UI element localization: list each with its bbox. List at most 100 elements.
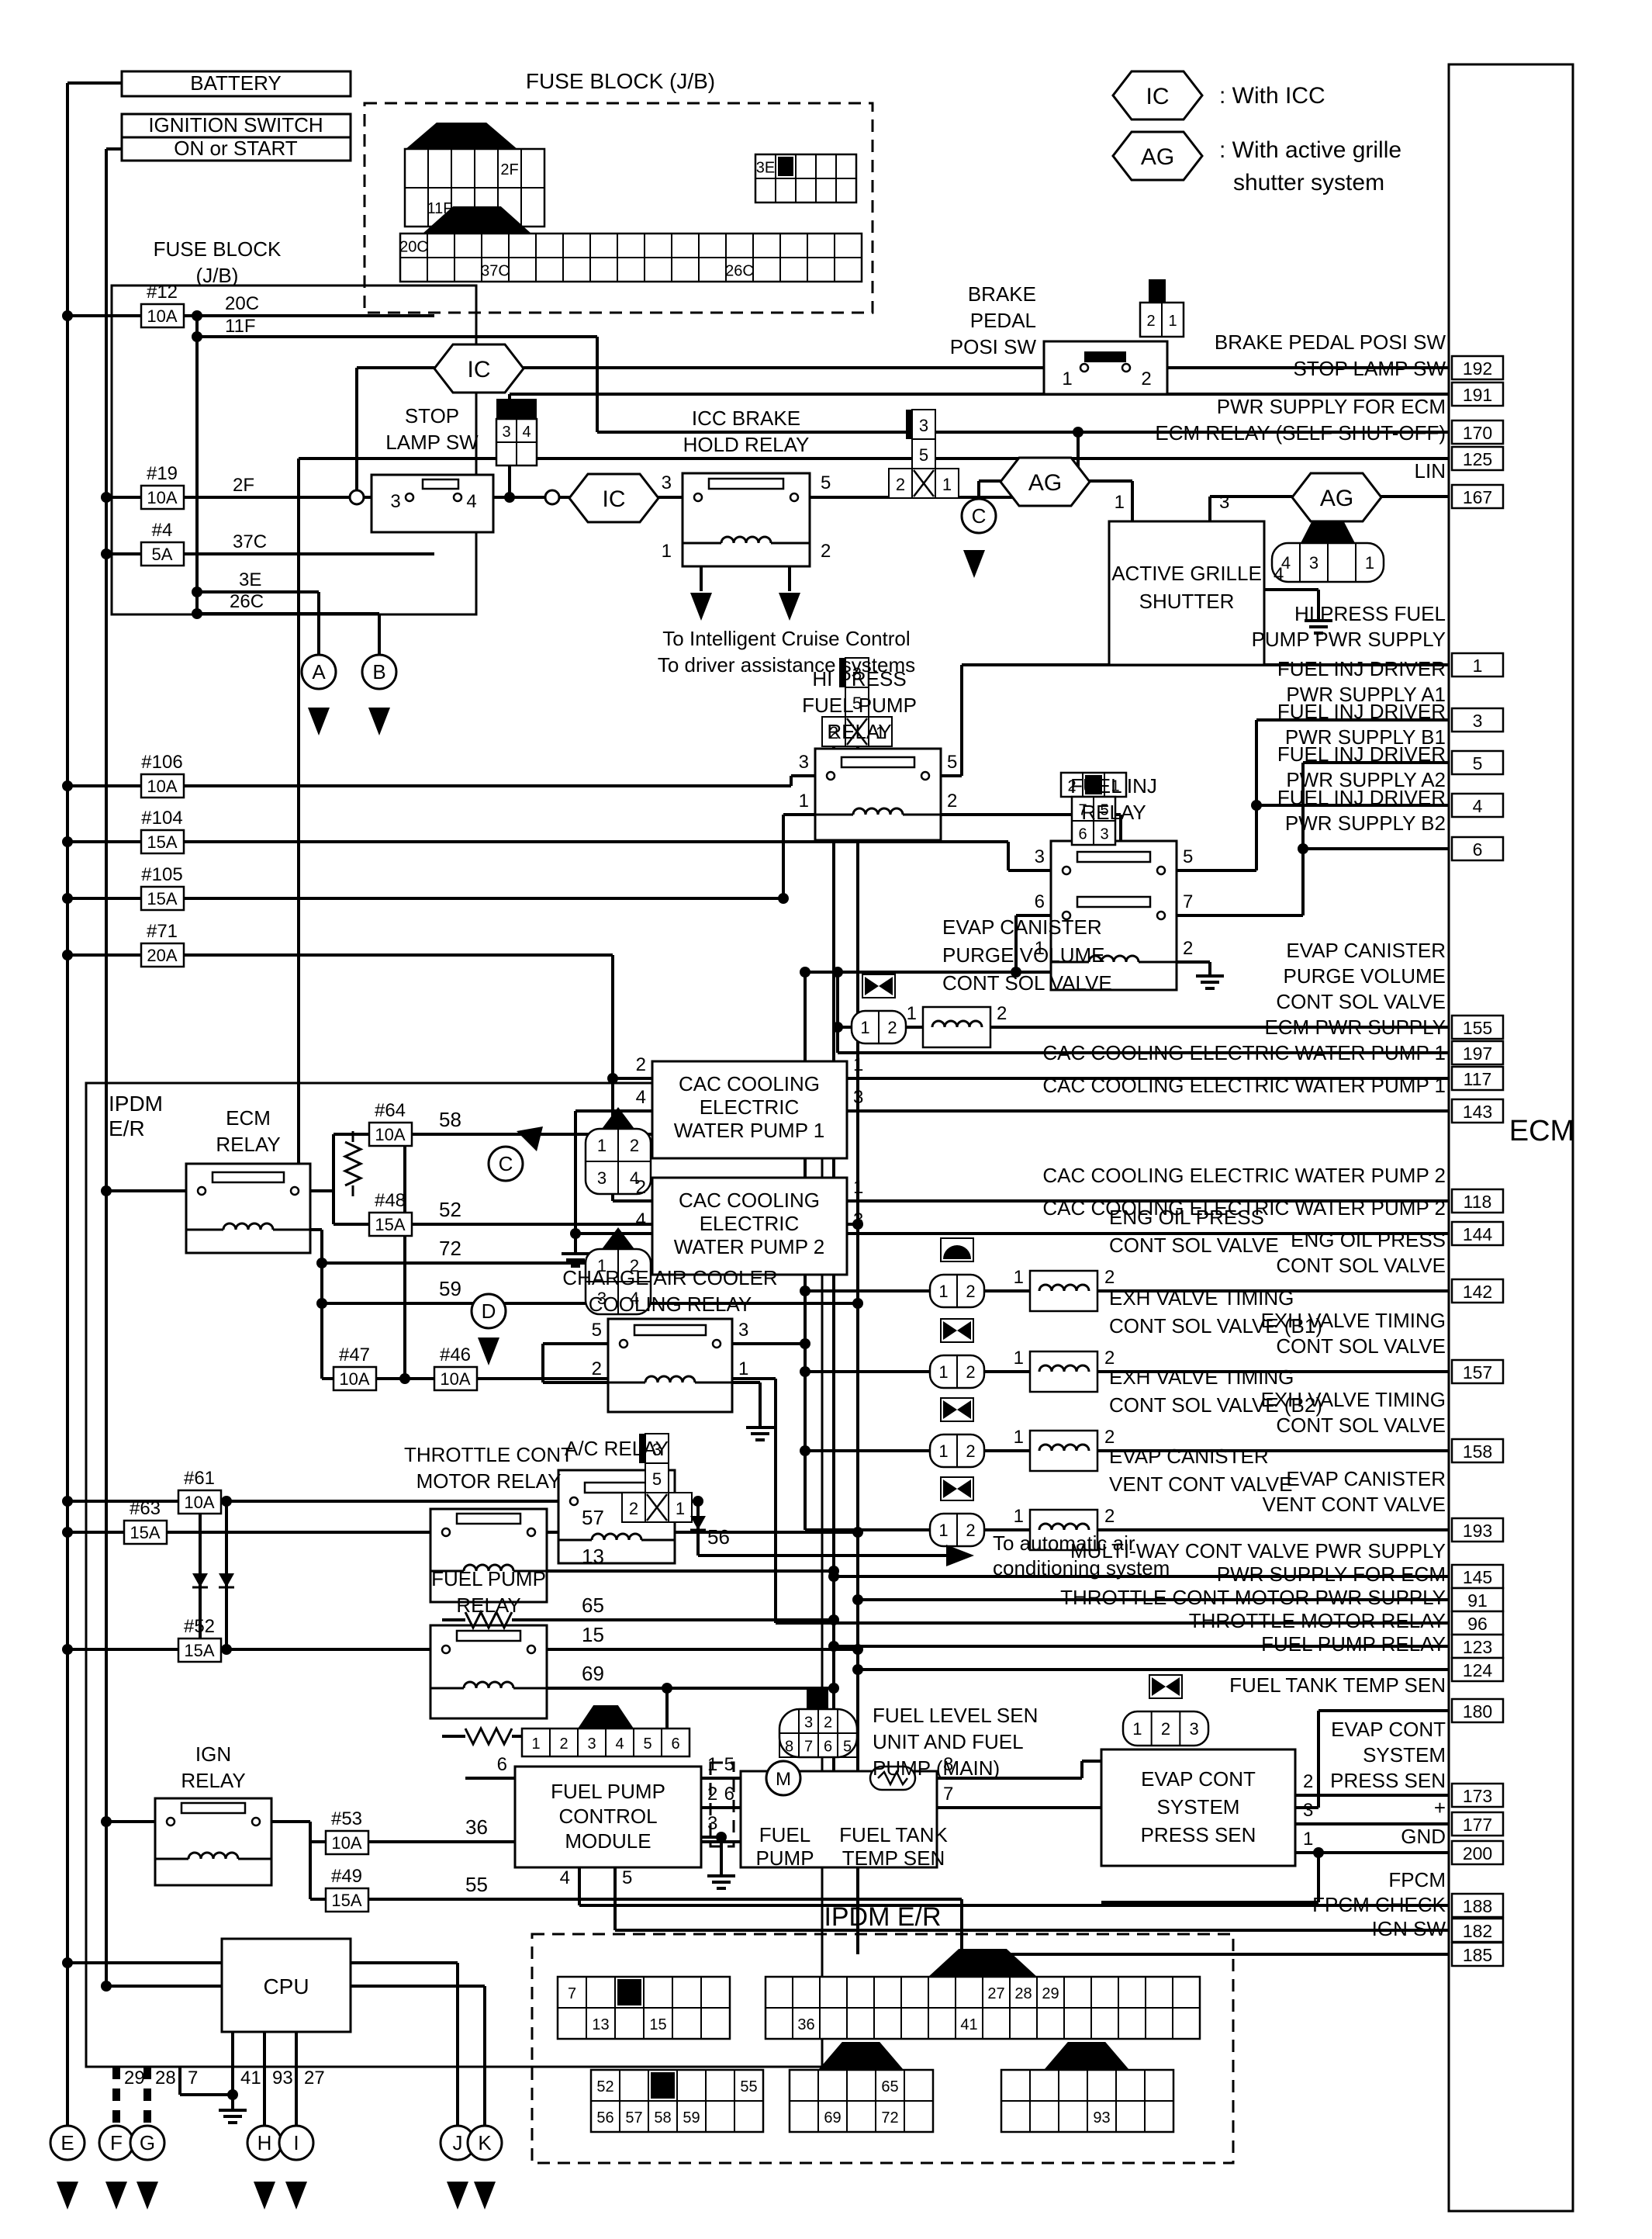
ecm-pin-145	[1450, 1563, 1505, 1590]
diagram-label: 27	[304, 2068, 325, 2088]
diagram-label: FUEL LEVEL SEN	[873, 1704, 1038, 1727]
ignition-position-box	[120, 136, 352, 162]
diagram-label: conditioning system	[993, 1556, 1170, 1580]
junction-dot	[828, 1614, 839, 1625]
ecm-signal-label: PUMP PWR SUPPLY	[1252, 628, 1446, 651]
diagram-label: To driver assistance systems	[658, 653, 915, 677]
diagram-label: 2	[1303, 1771, 1313, 1792]
diagram-label: ENG OIL PRESS	[1109, 1206, 1264, 1229]
diagram-label: ELECTRIC	[700, 1212, 800, 1235]
ipdm-conn-grid-a-cell	[614, 2007, 645, 2040]
ipdm-conn-grid-e-cell	[1001, 2069, 1031, 2102]
junction-dot	[662, 1683, 672, 1694]
exh-valve-b2-connector-valve-icon	[957, 1400, 971, 1419]
hi-press-relay-connector-stripe	[839, 658, 845, 687]
junction-dot	[852, 1527, 863, 1538]
flow-arrow	[57, 2182, 78, 2210]
diagram-label: 1	[1014, 1506, 1024, 1527]
jb-fuse-grid-3e	[754, 153, 858, 204]
exh-valve-b1-connector-valve-icon	[957, 1321, 971, 1340]
diagram-label: IPDM	[109, 1092, 163, 1116]
diagram-label: To Intelligent Cruise Control	[662, 627, 910, 650]
junction-dot	[852, 1594, 863, 1605]
junction-dot	[570, 1228, 581, 1239]
connector-circle-label: H	[257, 2131, 272, 2154]
evap-vent-connector: 1	[938, 1521, 948, 1540]
jb-fuse-grid-long-cell	[535, 233, 564, 258]
contact	[526, 1644, 537, 1655]
contact	[825, 770, 836, 781]
flow-arrow	[963, 550, 985, 578]
purge-sol-coil	[931, 1019, 983, 1028]
ecm-signal-label: ECM PWR SUPPLY	[1264, 1016, 1446, 1039]
ipdm-conn-grid-a-label: 7	[568, 1985, 576, 2002]
resistor-icon	[464, 1725, 513, 1747]
eng-oil-press-connector-valve-icon	[943, 1245, 971, 1259]
ecm-signal-label: FPCM	[1388, 1868, 1446, 1891]
ecm-signal-label: CAC COOLING ELECTRIC WATER PUMP 1	[1042, 1074, 1446, 1097]
flag-ic	[433, 343, 525, 394]
eng-oil-sol-coil	[1038, 1283, 1090, 1292]
purge-valve-connector-valve-icon	[879, 977, 893, 995]
ipdm-conn-grid-c-cell	[619, 2100, 649, 2133]
fuel-level-sen-connector: 6	[824, 1739, 832, 1756]
charge-air-relay-connector: 3	[652, 1440, 662, 1459]
diagram-label: EVAP CANISTER	[942, 915, 1102, 939]
ecm-signal-label: CAC COOLING ELECTRIC WATER PUMP 1	[1042, 1041, 1446, 1064]
ecm-signal-label: FUEL INJ DRIVER	[1277, 742, 1446, 766]
diagram-label: ECM	[226, 1106, 271, 1130]
ipdm-conn-grid-b-cell	[1145, 1976, 1173, 2009]
junction-dot	[316, 1298, 327, 1309]
diagram-label: PURGE VOLUME	[942, 943, 1105, 967]
ecm-signal-label: PWR SUPPLY FOR ECM	[1217, 395, 1446, 418]
contact	[693, 492, 703, 503]
ecm-signal-label: HI PRESS FUEL	[1294, 602, 1446, 625]
jb-fuse-grid-long-cell	[725, 233, 754, 258]
fuse-#104	[140, 829, 185, 855]
connector-circle-d	[470, 1293, 507, 1330]
cac-pump2-connector-pin: 3	[597, 1289, 607, 1308]
jb-fuse-grid-long-cell	[834, 233, 862, 258]
ipdm-conn-grid-d-label: 65	[881, 2078, 898, 2095]
fuse-#47	[332, 1365, 378, 1392]
ecm-pin-number: 185	[1463, 1945, 1492, 1965]
ecm-pin-158	[1450, 1438, 1505, 1464]
fuse-id: #4	[152, 520, 173, 541]
junction-dot	[192, 331, 202, 342]
purge-sol-coil	[921, 1005, 992, 1049]
ecm-pin-number: 197	[1463, 1043, 1492, 1064]
diagram-label: CPU	[263, 1974, 309, 1998]
junction-dot	[852, 1219, 863, 1230]
junction-dot	[62, 836, 73, 847]
diagram-label: FUSE BLOCK (J/B)	[526, 69, 715, 93]
fuse-#46	[433, 1365, 479, 1392]
fuse-id: #61	[184, 1468, 215, 1489]
ecm-pin-180	[1450, 1697, 1505, 1724]
exh-b1-sol-coil	[1038, 1364, 1090, 1372]
ecm-pin-number: 143	[1463, 1102, 1492, 1122]
diagram-label: shutter system	[1233, 170, 1384, 196]
ipdm-conn-grid-b-cell	[846, 1976, 875, 2009]
junction-dot	[800, 1366, 810, 1377]
junction-dot	[800, 967, 810, 978]
ecm-signal-label: EVAP CONT	[1331, 1718, 1446, 1741]
charge-air-cooler-cooling-relay	[607, 1317, 734, 1414]
diagram-label: 56	[707, 1525, 730, 1549]
flag-ic	[568, 472, 660, 524]
connector-circle-k	[466, 2124, 503, 2161]
diagram-label: 5	[592, 1320, 602, 1341]
charge-air-relay-connector-stripe	[639, 1434, 645, 1463]
diagram-label: HOLD RELAY	[683, 433, 810, 456]
ipdm-conn-grid-a-cell	[700, 2007, 731, 2040]
fuse-#48	[368, 1211, 413, 1237]
diode-icon	[690, 1516, 706, 1530]
ecm-pin-number: 4	[1473, 796, 1483, 816]
ecm-pin-number: 191	[1463, 385, 1492, 405]
jb-fuse-grid-long-cell	[508, 233, 537, 258]
ipdm-conn-grid-b-label: 36	[797, 2016, 814, 2033]
flow-arrow	[447, 2182, 468, 2210]
diagram-label: 6	[497, 1754, 507, 1775]
jb-fuse-grid-long-cell	[454, 233, 482, 258]
diagram-label: 2	[1104, 1427, 1115, 1448]
flag-ic-label: IC	[1146, 84, 1170, 109]
